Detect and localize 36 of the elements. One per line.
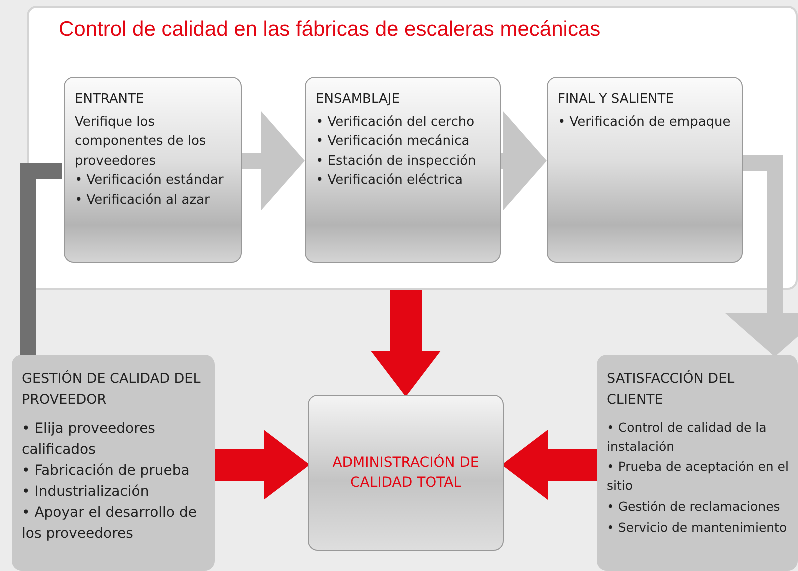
box-heading: SATISFACCIÓN DEL CLIENTE xyxy=(607,370,736,410)
box-heading: FINAL Y SALIENTE xyxy=(558,91,675,109)
panel-heading: Control de calidad en las fábricas de escaleras mecánicas xyxy=(59,18,602,42)
arrow xyxy=(240,111,305,211)
process-box xyxy=(308,395,504,551)
box-text: • Verificación mecánica xyxy=(316,133,471,151)
box-text: • Control de calidad de la instalación xyxy=(607,418,768,456)
box-text: • Apoyar el desarrollo de los proveedores xyxy=(22,504,198,544)
box-text: • Fabricación de prueba xyxy=(22,462,191,481)
process-box xyxy=(12,355,215,571)
box-text: • Estación de inspección xyxy=(316,152,478,170)
arrow xyxy=(502,430,597,500)
box-heading: GESTIÓN DE CALIDAD DEL PROVEEDOR xyxy=(22,370,202,410)
process-box xyxy=(64,77,242,263)
box-text: • Verificación al azar xyxy=(75,192,211,210)
box-heading: ENTRANTE xyxy=(75,91,146,109)
arrow xyxy=(725,155,798,357)
box-text: Verifique los componentes de los proveedores xyxy=(75,114,208,170)
box-text: • Elija proveedores calificados xyxy=(22,420,156,460)
box-heading: ENSAMBLAJE xyxy=(316,91,401,109)
box-heading: ADMINISTRACIÓN DE CALIDAD TOTAL xyxy=(332,453,480,493)
arrow xyxy=(371,290,441,397)
box-text: • Verificación de empaque xyxy=(558,114,732,132)
box-text: • Servicio de mantenimiento xyxy=(607,518,788,537)
box-text: • Verificación del cercho xyxy=(316,114,476,132)
process-box xyxy=(305,77,501,263)
arrow xyxy=(499,111,547,211)
box-text: • Prueba de aceptación en el sitio xyxy=(607,458,790,496)
process-box xyxy=(597,355,798,571)
box-text: • Industrialización xyxy=(22,482,150,502)
box-text: • Verificación estándar xyxy=(75,172,225,190)
arrow xyxy=(215,430,310,500)
process-box xyxy=(547,77,743,263)
box-text: • Verificación eléctrica xyxy=(316,172,464,190)
panel xyxy=(27,6,798,290)
box-text: • Gestión de reclamaciones xyxy=(607,498,782,516)
